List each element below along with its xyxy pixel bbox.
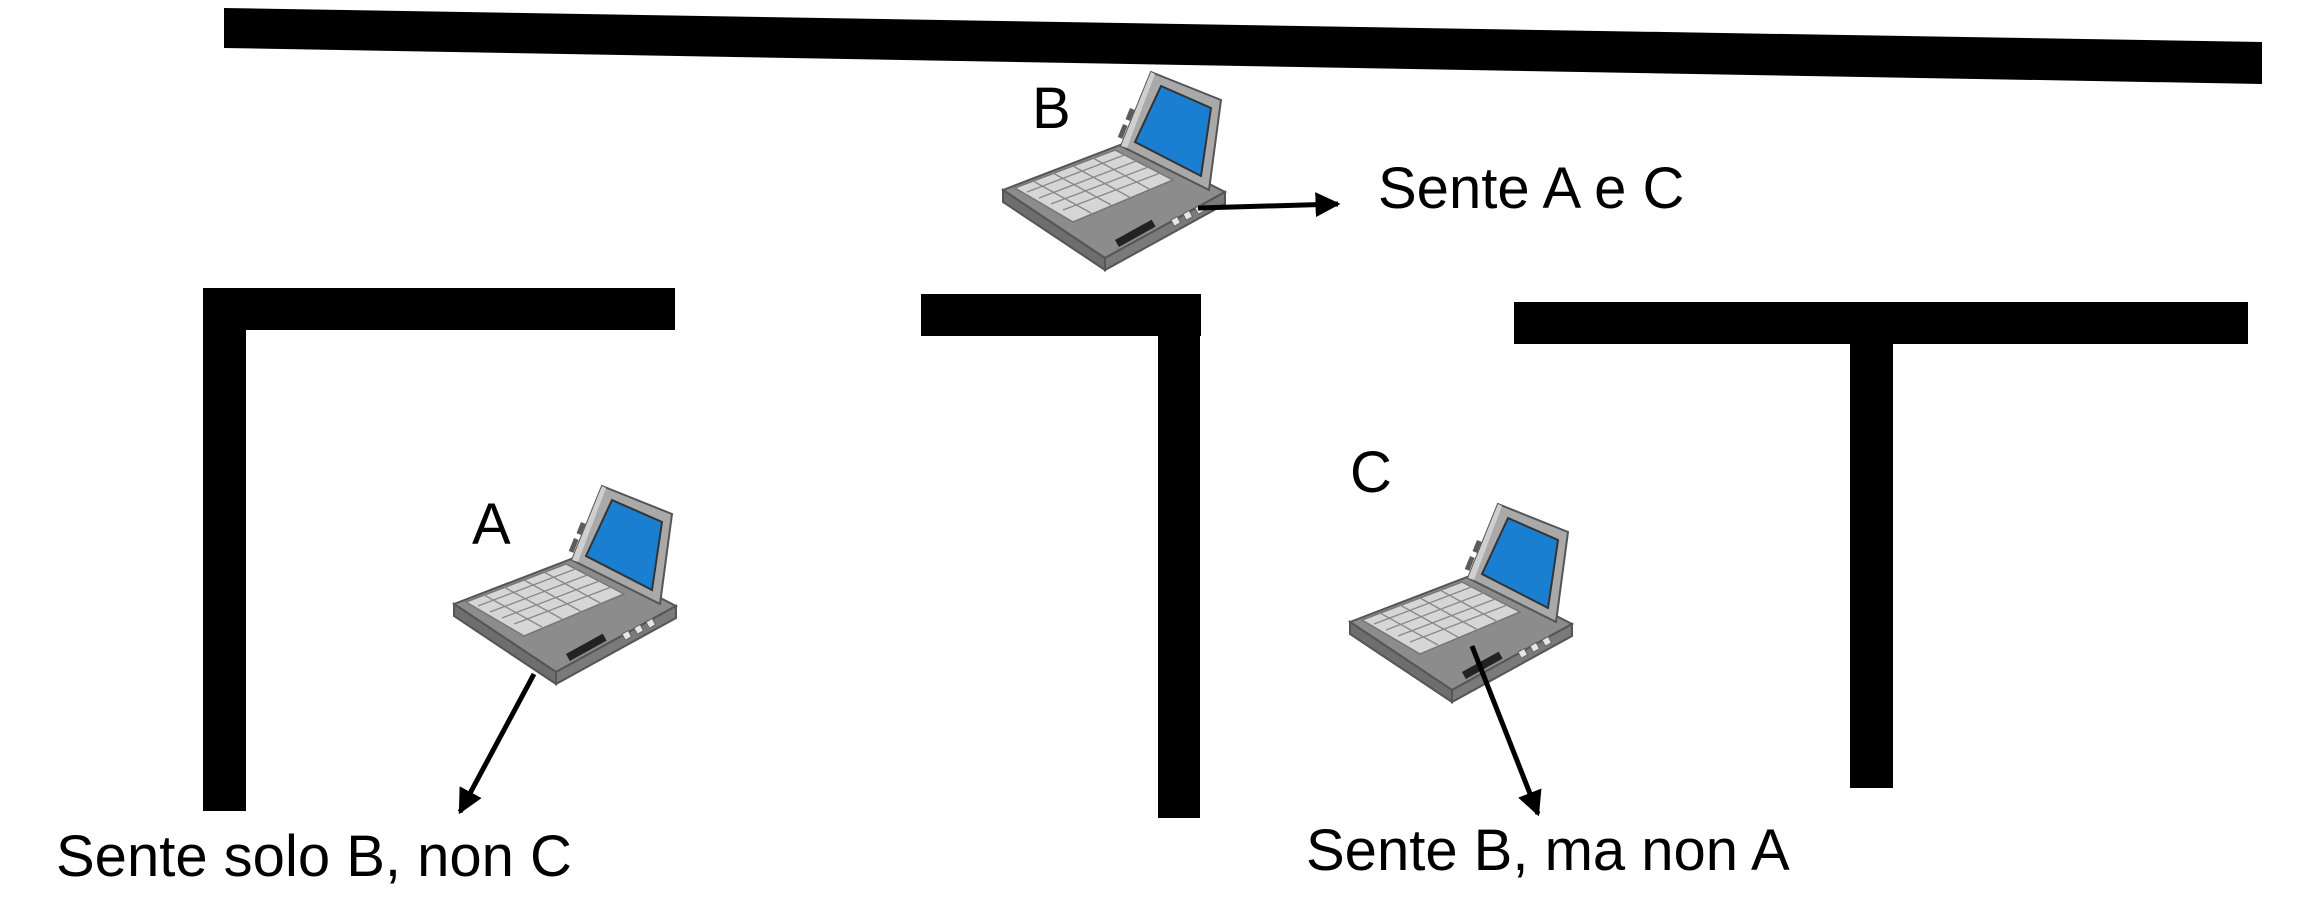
wall-left-horizontal bbox=[203, 288, 675, 330]
wall-top bbox=[224, 8, 2262, 84]
wall-middle-vertical bbox=[1158, 294, 1200, 818]
arrow-b-to-caption bbox=[1197, 192, 1341, 218]
wall-right-vertical bbox=[1850, 302, 1893, 788]
node-label-c: C bbox=[1350, 440, 1392, 505]
wall-left-vertical bbox=[203, 288, 246, 811]
caption-b: Sente A e C bbox=[1378, 156, 1685, 221]
laptop-icon-c bbox=[1349, 503, 1573, 703]
walls bbox=[203, 8, 2262, 818]
arrow-a-to-caption bbox=[457, 672, 537, 815]
node-label-b: B bbox=[1032, 76, 1071, 141]
caption-a: Sente solo B, non C bbox=[56, 824, 572, 889]
caption-c: Sente B, ma non A bbox=[1306, 818, 1790, 883]
wall-middle-horizontal bbox=[921, 294, 1201, 336]
node-label-a: A bbox=[472, 492, 511, 557]
arrow-c-to-caption bbox=[1469, 645, 1542, 817]
